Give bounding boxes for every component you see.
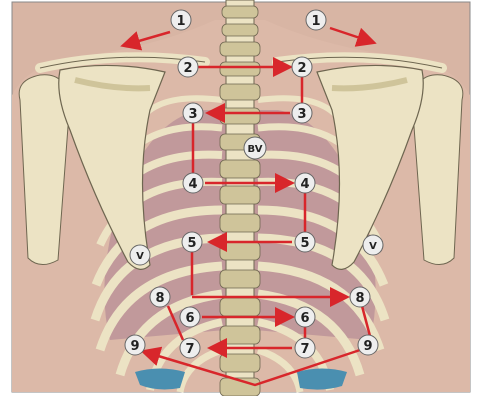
svg-text:7: 7 — [185, 342, 194, 357]
svg-text:1: 1 — [176, 14, 185, 29]
marker-4-left: 4 — [183, 173, 203, 193]
svg-text:V: V — [136, 251, 144, 262]
marker-6-right: 6 — [295, 307, 315, 327]
svg-text:3: 3 — [297, 107, 306, 122]
svg-text:9: 9 — [363, 339, 372, 354]
marker-5-right: 5 — [295, 232, 315, 252]
marker-9-left: 9 — [125, 335, 145, 355]
svg-text:6: 6 — [185, 311, 194, 326]
svg-text:8: 8 — [355, 291, 364, 306]
marker-7-left: 7 — [180, 338, 200, 358]
marker-5-left: 5 — [182, 232, 202, 252]
marker-3-left: 3 — [183, 103, 203, 123]
marker-6-left: 6 — [180, 307, 200, 327]
svg-text:2: 2 — [297, 61, 306, 76]
marker-3-right: 3 — [292, 103, 312, 123]
marker-8-right: 8 — [350, 287, 370, 307]
scapula-left-marker: V — [130, 245, 150, 265]
svg-text:4: 4 — [188, 177, 197, 192]
svg-text:9: 9 — [130, 339, 139, 354]
svg-text:5: 5 — [300, 236, 309, 251]
spine — [220, 0, 260, 396]
svg-text:8: 8 — [155, 291, 164, 306]
svg-text:1: 1 — [311, 14, 320, 29]
svg-text:2: 2 — [183, 61, 192, 76]
svg-text:6: 6 — [300, 311, 309, 326]
svg-text:3: 3 — [188, 107, 197, 122]
marker-1-left: 1 — [171, 10, 191, 30]
right-blue-tissue — [297, 369, 347, 390]
bv-marker: BV — [244, 137, 266, 159]
marker-2-left: 2 — [178, 57, 198, 77]
svg-text:BV: BV — [248, 144, 263, 155]
marker-7-right: 7 — [295, 338, 315, 358]
svg-text:4: 4 — [300, 177, 309, 192]
svg-text:5: 5 — [187, 236, 196, 251]
marker-8-left: 8 — [150, 287, 170, 307]
svg-text:V: V — [369, 241, 377, 252]
marker-4-right: 4 — [295, 173, 315, 193]
marker-1-right: 1 — [306, 10, 326, 30]
marker-9-right: 9 — [358, 335, 378, 355]
marker-2-right: 2 — [292, 57, 312, 77]
svg-text:7: 7 — [300, 342, 309, 357]
scapula-right-marker: V — [363, 235, 383, 255]
